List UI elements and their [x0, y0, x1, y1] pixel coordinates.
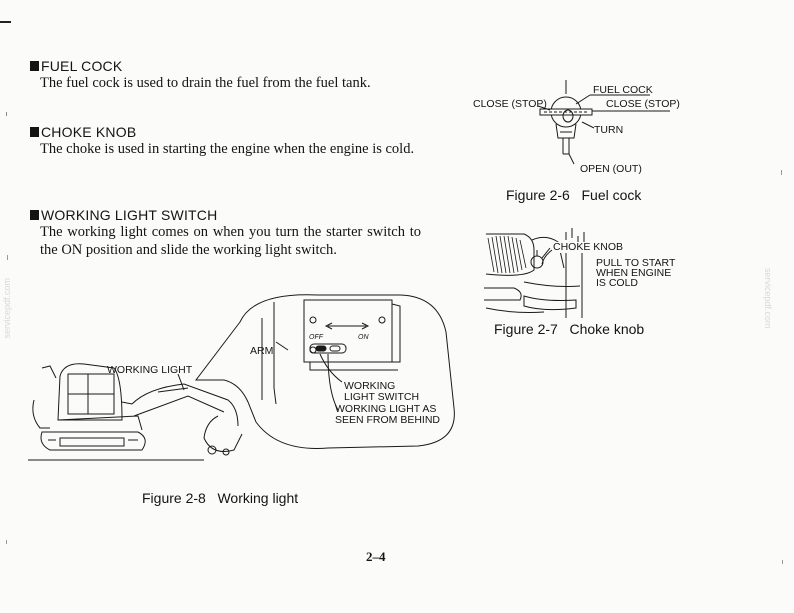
bullet-square: [30, 210, 39, 220]
label-is-cold: IS COLD: [596, 277, 639, 289]
edge-dot: [6, 112, 7, 116]
caption-figure-2-8: Figure 2-8 Working light: [142, 490, 299, 506]
label-close-stop-right: CLOSE (STOP): [606, 98, 680, 110]
margin-mark: [0, 21, 11, 23]
label-turn: TURN: [594, 124, 624, 136]
section-heading-working-light-switch: WORKING LIGHT SWITCH: [30, 207, 217, 223]
label-when-engine: WHEN ENGINE: [596, 267, 672, 279]
working-light-diagram: [28, 292, 468, 464]
edge-dot: [782, 560, 783, 564]
label-on: ON: [358, 334, 369, 341]
section-body-choke-knob: The choke is used in starting the engine…: [40, 141, 415, 157]
section-heading-fuel-cock: FUEL COCK: [30, 58, 122, 74]
label-working-light: WORKING LIGHT: [107, 364, 193, 376]
section-body-working-light-switch: The working light comes on when you turn…: [40, 224, 421, 258]
edge-dot: [781, 170, 782, 175]
label-arm: ARM: [250, 345, 274, 357]
label-choke-knob: CHOKE KNOB: [553, 241, 624, 253]
section-title: WORKING LIGHT SWITCH: [41, 207, 218, 223]
watermark-left: servicepdf.com: [2, 278, 12, 339]
section-body-fuel-cock: The fuel cock is used to drain the fuel …: [40, 75, 371, 91]
edge-dot: [7, 255, 8, 260]
caption-figure-2-6: Figure 2-6 Fuel cock: [506, 187, 642, 203]
choke-knob-diagram: [484, 228, 684, 318]
section-heading-choke-knob: CHOKE KNOB: [30, 124, 136, 140]
label-working-light-as: WORKING LIGHT AS: [335, 403, 437, 415]
label-open-out: OPEN (OUT): [580, 163, 642, 175]
label-seen-from-behind: SEEN FROM BEHIND: [335, 414, 441, 426]
label-working: WORKING: [344, 380, 396, 392]
watermark-right: servicepdf.com: [763, 268, 773, 329]
bullet-square: [30, 61, 39, 71]
label-off: OFF: [309, 334, 323, 341]
fuel-cock-diagram: [470, 78, 690, 188]
label-light-switch: LIGHT SWITCH: [344, 391, 420, 403]
section-title: CHOKE KNOB: [41, 124, 137, 140]
label-pull-to-start: PULL TO START: [596, 257, 676, 269]
page-number: 2–4: [366, 549, 386, 564]
caption-figure-2-7: Figure 2-7 Choke knob: [494, 321, 645, 337]
bullet-square: [30, 127, 39, 137]
label-close-stop-left: CLOSE (STOP): [473, 98, 547, 110]
label-fuel-cock: FUEL COCK: [593, 84, 653, 96]
section-title: FUEL COCK: [41, 58, 123, 74]
edge-dot: [6, 540, 7, 544]
